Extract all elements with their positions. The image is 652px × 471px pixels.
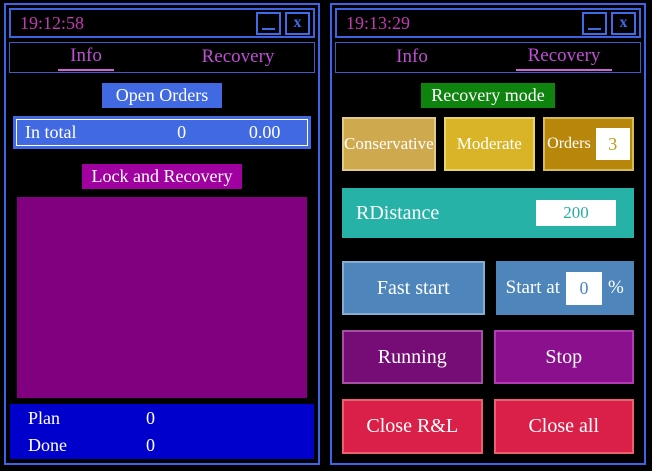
tab-recovery[interactable]: Recovery <box>162 43 314 72</box>
close-button[interactable]: x <box>285 11 310 35</box>
summary-row-done: Done 0 <box>10 432 314 459</box>
rdistance-bar: RDistance 200 <box>342 188 634 238</box>
done-label: Done <box>28 434 67 455</box>
in-total-label: In total <box>25 122 77 142</box>
orders-button[interactable]: Orders 3 <box>542 117 635 171</box>
plan-label: Plan <box>28 407 61 428</box>
tab-recovery[interactable]: Recovery <box>488 43 640 72</box>
close-row: Close R&L Close all <box>342 399 634 454</box>
conservative-button[interactable]: Conservative <box>342 117 436 171</box>
minimize-icon <box>262 27 275 30</box>
open-orders-button[interactable]: Open Orders <box>101 83 223 108</box>
in-total-amount: 0.00 <box>248 122 281 142</box>
tab-info-label: Info <box>58 45 114 71</box>
minimize-icon <box>588 27 601 30</box>
clock-label: 19:13:29 <box>346 12 411 33</box>
recovery-mode-button[interactable]: Recovery mode <box>421 83 555 108</box>
tab-info[interactable]: Info <box>10 43 162 72</box>
minimize-button[interactable] <box>582 11 607 35</box>
start-at-label: Start at <box>505 277 561 298</box>
in-total-row: In total 0 0.00 <box>13 116 311 149</box>
tab-recovery-label: Recovery <box>515 45 613 71</box>
rdistance-label: RDistance <box>356 201 440 224</box>
summary-row-plan: Plan 0 <box>10 405 314 432</box>
plan-value: 0 <box>146 407 155 428</box>
titlebar[interactable]: 19:12:58 x <box>9 8 315 38</box>
start-at-input[interactable]: 0 <box>566 271 603 305</box>
close-button[interactable]: x <box>611 11 636 35</box>
tab-bar: Info Recovery <box>9 42 315 73</box>
orders-list-area <box>17 197 307 398</box>
close-rl-button[interactable]: Close R&L <box>342 399 483 454</box>
moderate-button[interactable]: Moderate <box>443 117 535 171</box>
tab-recovery-label: Recovery <box>201 45 275 67</box>
summary-block: Plan 0 Done 0 <box>10 404 314 459</box>
fast-start-button[interactable]: Fast start <box>342 261 485 315</box>
minimize-button[interactable] <box>256 11 281 35</box>
start-at-group: Start at 0 % <box>495 261 634 315</box>
tab-info-label: Info <box>396 45 428 67</box>
clock-label: 19:12:58 <box>20 12 85 33</box>
start-row: Fast start Start at 0 % <box>342 261 634 315</box>
tab-info[interactable]: Info <box>336 43 488 72</box>
mode-button-row: Conservative Moderate Orders 3 <box>342 117 635 171</box>
done-value: 0 <box>146 434 155 455</box>
lock-and-recovery-button[interactable]: Lock and Recovery <box>81 164 243 189</box>
stop-button[interactable]: Stop <box>493 330 634 384</box>
tab-bar: Info Recovery <box>335 42 641 73</box>
in-total-inner: In total 0 0.00 <box>16 119 308 146</box>
orders-input[interactable]: 3 <box>595 128 630 160</box>
running-button[interactable]: Running <box>342 330 483 384</box>
orders-label: Orders <box>547 135 591 152</box>
in-total-count: 0 <box>177 122 187 142</box>
info-panel: 19:12:58 x Info Recovery Open Orders In … <box>4 3 320 465</box>
run-row: Running Stop <box>342 330 634 384</box>
percent-label: % <box>608 277 624 298</box>
titlebar[interactable]: 19:13:29 x <box>335 8 641 38</box>
close-all-button[interactable]: Close all <box>493 399 634 454</box>
recovery-panel: 19:13:29 x Info Recovery Recovery mode C… <box>330 3 646 465</box>
rdistance-input[interactable]: 200 <box>536 200 616 226</box>
